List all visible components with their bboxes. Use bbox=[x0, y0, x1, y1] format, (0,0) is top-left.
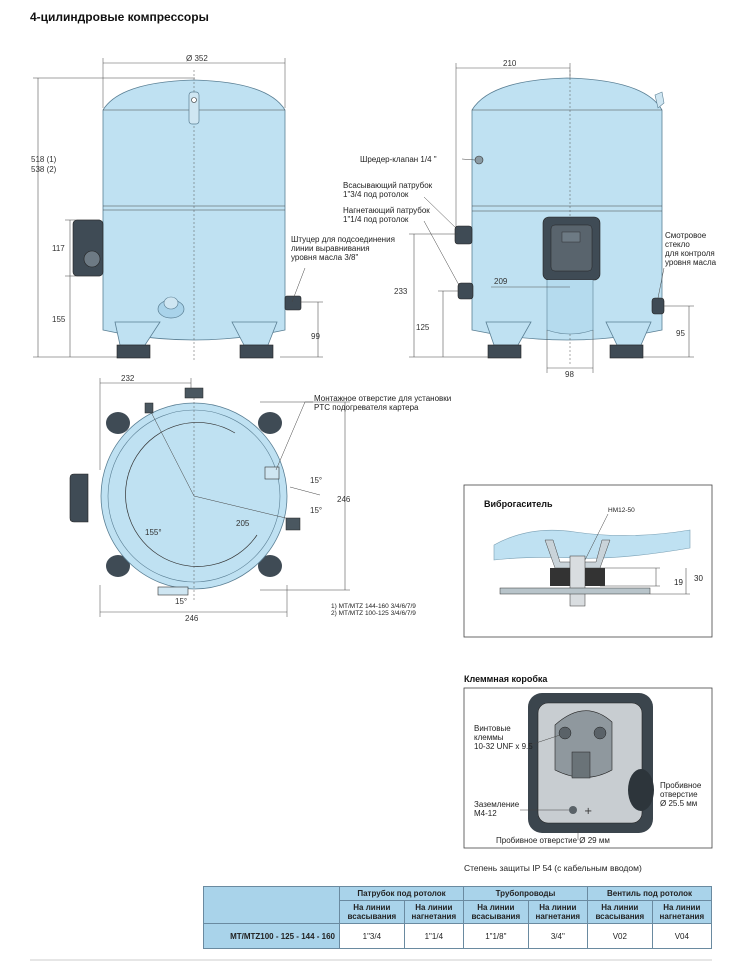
oil-fitting-label-1: Штуцер для подсоединения bbox=[291, 235, 395, 244]
dim-98: 98 bbox=[565, 370, 574, 379]
knockout-label-2: отверстие bbox=[660, 790, 698, 799]
terminal-box-title: Клеммная коробка bbox=[464, 674, 548, 684]
knockout-label-1: Пробивное bbox=[660, 781, 702, 790]
dim-232: 232 bbox=[121, 374, 135, 383]
sightglass-label-2: стекло bbox=[665, 240, 690, 249]
dim-246-right: 246 bbox=[337, 495, 351, 504]
suction-label-1: Всасывающий патрубок bbox=[343, 181, 433, 190]
knockout-bottom-label: Пробивное отверстие Ø 29 мм bbox=[496, 836, 610, 845]
front-view: Ø 352 518 (1) 538 (2) 117 155 bbox=[31, 54, 395, 360]
footnote-1: 1) MT/MTZ 144-160 3/4/6/7/9 bbox=[331, 603, 416, 610]
value-cell: V02 bbox=[586, 923, 653, 949]
top-view: 232 246 246 205 155° 15° 15° 15 bbox=[69, 374, 451, 623]
dim-155: 155 bbox=[52, 315, 66, 324]
connections-table: Патрубок под ротолок Трубопроводы Вентил… bbox=[203, 886, 713, 949]
height-1: 518 (1) bbox=[31, 155, 57, 164]
dim-233: 233 bbox=[394, 287, 408, 296]
group-header-fitting: Патрубок под ротолок bbox=[339, 886, 464, 901]
angle-15a: 15° bbox=[310, 476, 322, 485]
ground-label-2: M4-12 bbox=[474, 809, 497, 818]
footnote-2: 2) MT/MTZ 100-125 3/4/6/7/9 bbox=[331, 610, 416, 617]
sightglass-label-4: уровня масла bbox=[665, 258, 717, 267]
oil-fitting-label-2: линии выравнивания bbox=[291, 244, 370, 253]
vibration-damper-panel: Виброгаситель 19 30 HM12-50 bbox=[463, 484, 713, 638]
group-header-valve: Вентиль под ротолок bbox=[586, 886, 713, 901]
dim-30: 30 bbox=[694, 574, 703, 583]
group-header-pipes: Трубопроводы bbox=[462, 886, 588, 901]
value-cell: 1"1/4 bbox=[403, 923, 464, 949]
angle-15c: 15° bbox=[175, 597, 187, 606]
side-view: 210 209 233 125 bbox=[343, 59, 717, 379]
value-cell: 3/4" bbox=[527, 923, 588, 949]
terminals-label-3: 10-32 UNF x 9.5 bbox=[474, 742, 533, 751]
value-cell: 1"1/8" bbox=[462, 923, 529, 949]
height-2: 538 (2) bbox=[31, 165, 57, 174]
oil-fitting-label-3: уровня масла 3/8" bbox=[291, 253, 358, 262]
diameter-label: Ø 352 bbox=[186, 54, 208, 63]
dim-19: 19 bbox=[674, 578, 683, 587]
dim-117: 117 bbox=[52, 244, 65, 253]
dim-246-bottom: 246 bbox=[185, 614, 199, 623]
table-row: MT/MTZ100 - 125 - 144 - 160 1"3/4 1"1/4 … bbox=[203, 923, 713, 949]
svg-text:+: + bbox=[584, 806, 592, 817]
dim-205: 205 bbox=[236, 519, 250, 528]
sightglass-label-1: Смотровое bbox=[665, 231, 707, 240]
dim-125: 125 bbox=[416, 323, 430, 332]
dim-99: 99 bbox=[311, 332, 320, 341]
ptc-label-1: Монтажное отверстие для установки bbox=[314, 394, 451, 403]
value-cell: V04 bbox=[651, 923, 713, 949]
suction-label-2: 1"3/4 под ротолок bbox=[343, 190, 409, 199]
dim-95: 95 bbox=[676, 329, 685, 338]
schrader-label: Шредер-клапан 1/4 " bbox=[360, 155, 437, 164]
angle-155: 155° bbox=[145, 528, 162, 537]
page-title: 4-цилиндровые компрессоры bbox=[30, 10, 209, 24]
discharge-label-1: Нагнетающий патрубок bbox=[343, 206, 430, 215]
dim-209: 209 bbox=[494, 277, 508, 286]
vibration-title: Виброгаситель bbox=[484, 499, 553, 509]
angle-15b: 15° bbox=[310, 506, 322, 515]
discharge-label-2: 1"1/4 под ротолок bbox=[343, 215, 409, 224]
terminal-box-panel: Клеммная коробка + Винтовые клеммы 10-32… bbox=[463, 674, 713, 873]
terminals-label-2: клеммы bbox=[474, 733, 504, 742]
sightglass-label-3: для контроля bbox=[665, 249, 715, 258]
model-cell: MT/MTZ100 - 125 - 144 - 160 bbox=[203, 923, 340, 949]
ground-label-1: Заземление bbox=[474, 800, 520, 809]
dim-210: 210 bbox=[503, 59, 517, 68]
ptc-label-2: PTC подогревателя картера bbox=[314, 403, 419, 412]
value-cell: 1"3/4 bbox=[339, 923, 405, 949]
terminals-label-1: Винтовые bbox=[474, 724, 511, 733]
knockout-label-3: Ø 25.5 мм bbox=[660, 799, 697, 808]
protection-label: Степень защиты IP 54 (с кабельным вводом… bbox=[464, 863, 642, 873]
bolt-label: HM12-50 bbox=[608, 507, 635, 514]
